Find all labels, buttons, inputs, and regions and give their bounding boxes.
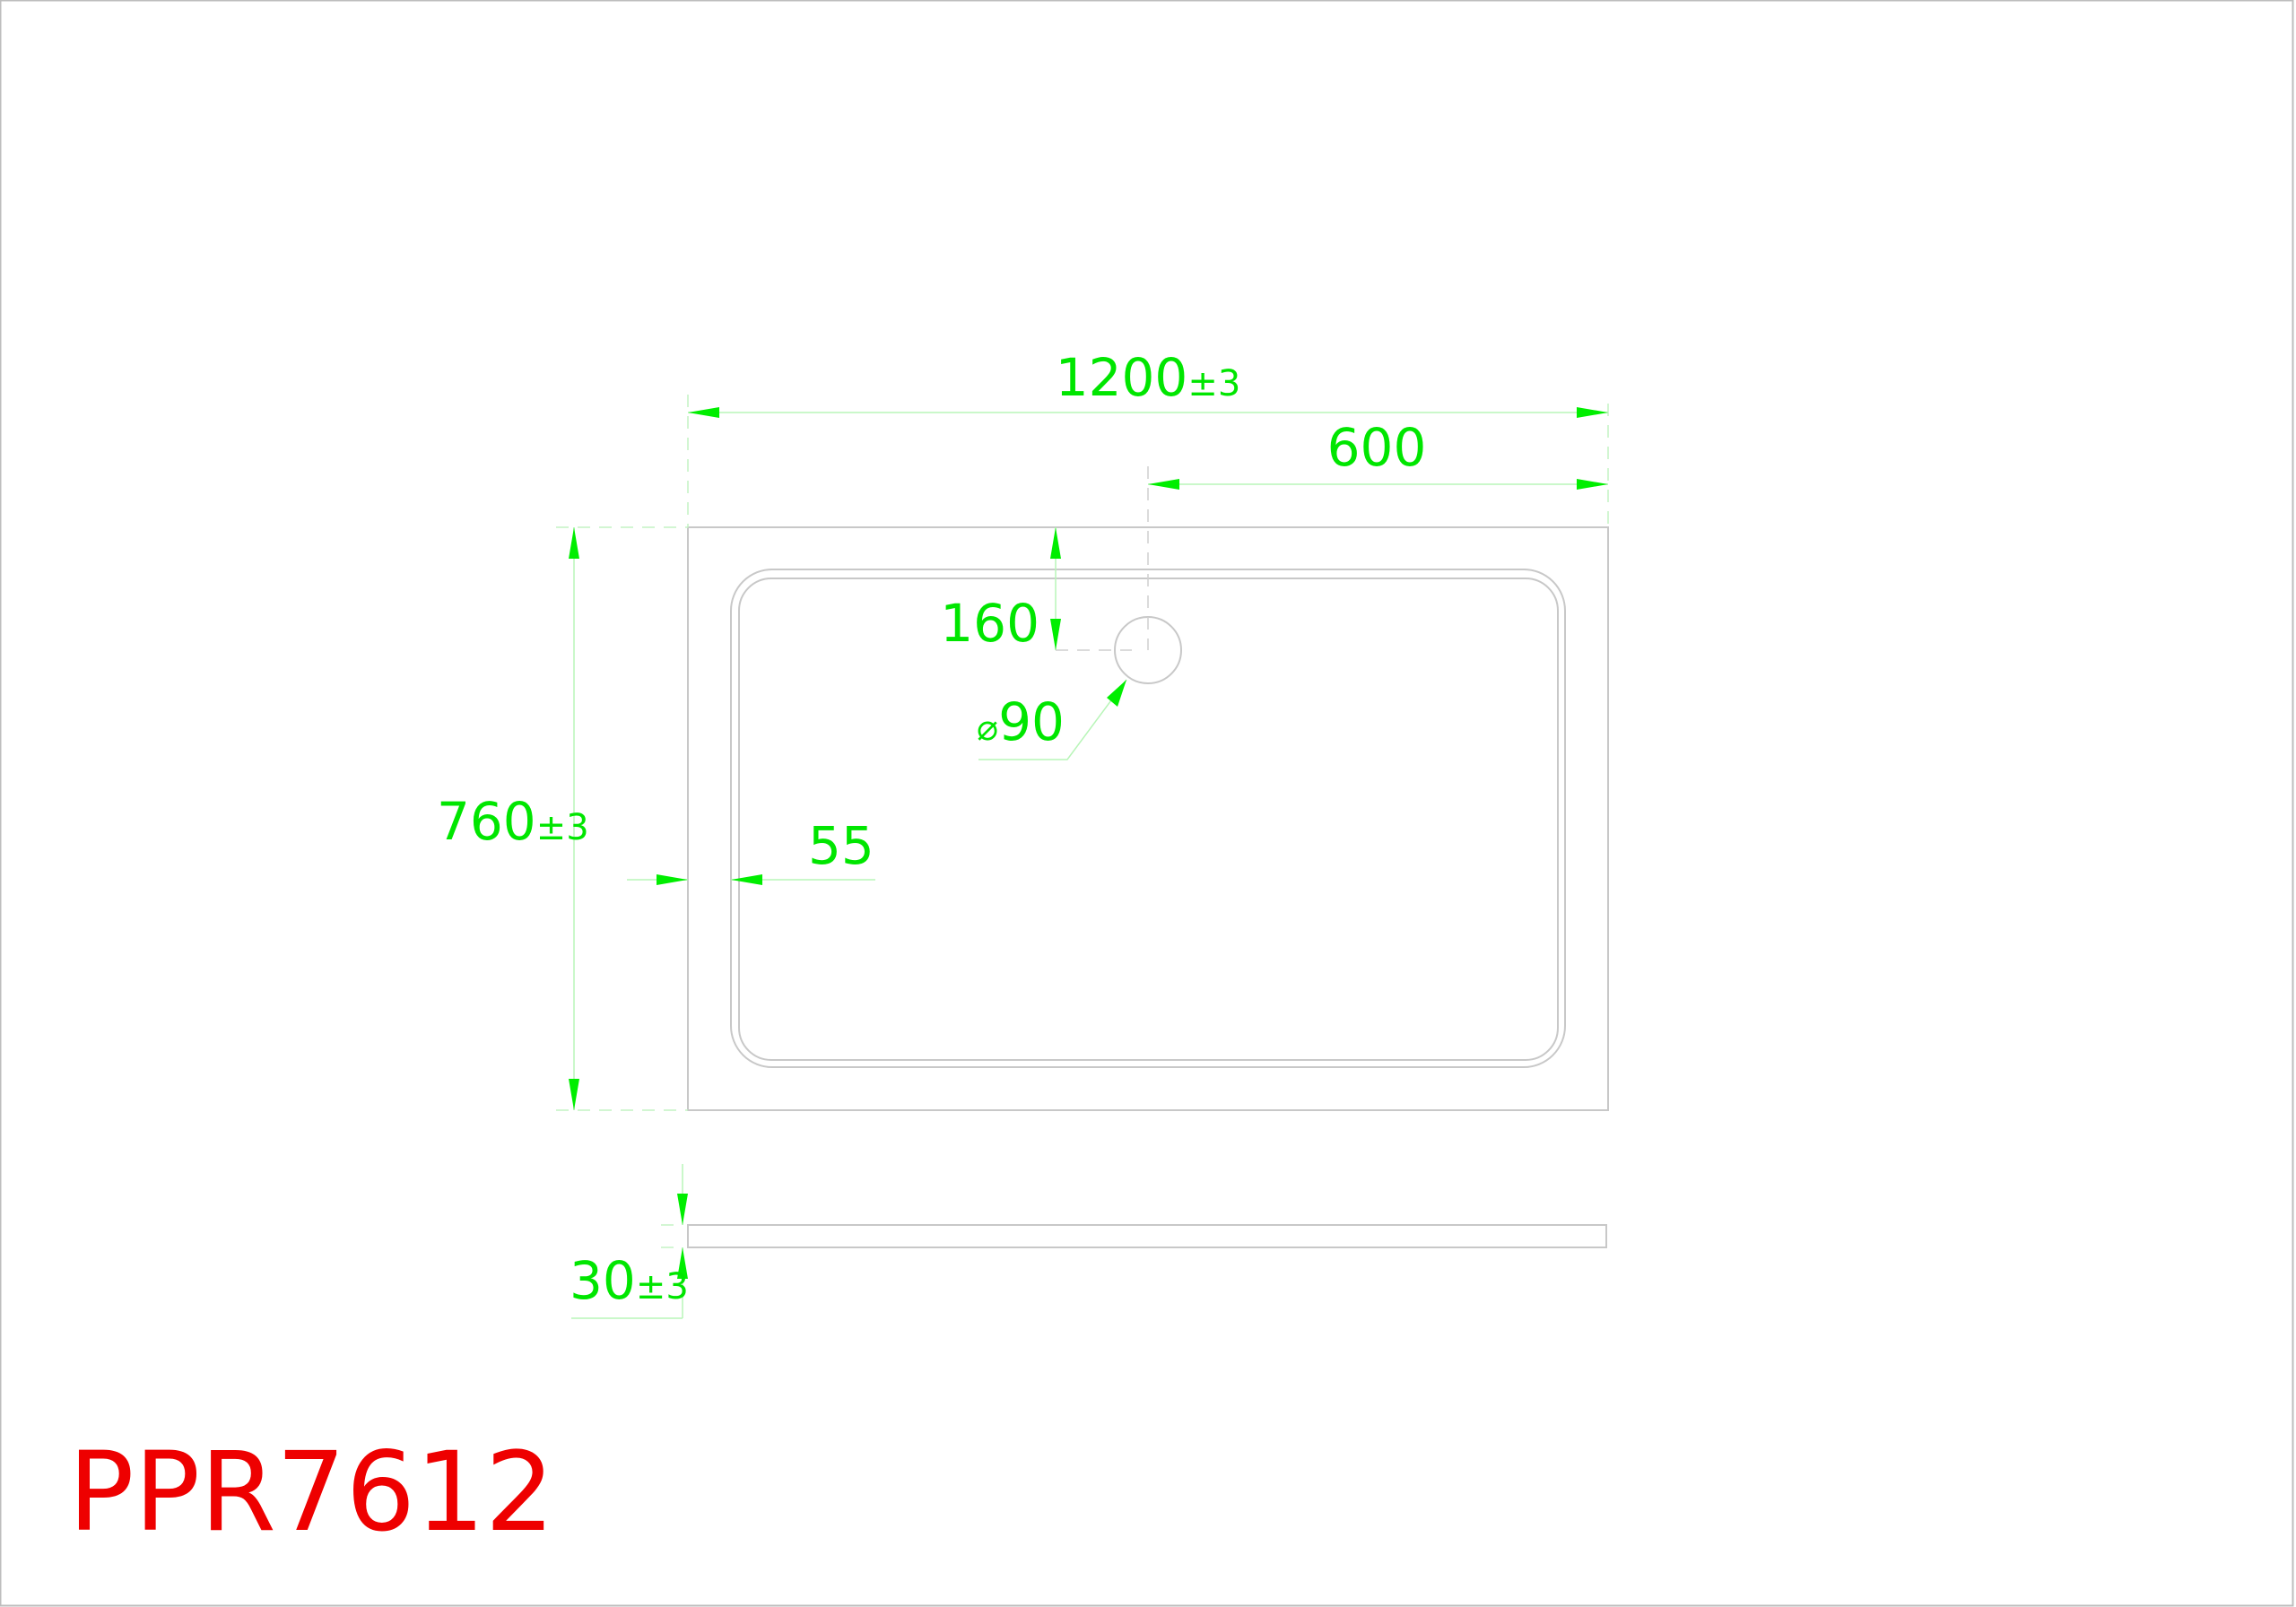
rim-label: 55: [808, 815, 874, 876]
arrowhead: [677, 1247, 688, 1279]
dimension-drain-offset-y: 160: [940, 527, 1061, 654]
arrowhead: [1577, 479, 1608, 490]
arrowhead: [688, 407, 719, 418]
arrowhead: [731, 874, 762, 885]
arrowhead: [1107, 680, 1126, 707]
dimension-width: 760±3: [437, 526, 688, 1111]
plan-view: [687, 466, 1609, 1111]
dimension-height: 30±3: [570, 1164, 689, 1319]
arrowhead: [1050, 619, 1061, 650]
arrowhead: [1148, 479, 1179, 490]
arrowhead: [569, 1079, 579, 1110]
dimension-rim: 55: [627, 815, 875, 885]
arrowhead: [677, 1194, 688, 1225]
arrowhead: [657, 874, 688, 885]
side-view: [687, 1224, 1607, 1248]
arrowhead: [569, 527, 579, 559]
drain-diameter-label: ⌀90: [977, 691, 1065, 752]
height-label: 30±3: [570, 1250, 689, 1311]
drain-offset-x-label: 600: [1327, 417, 1427, 478]
dimension-length: 1200±3: [687, 347, 1609, 527]
length-label: 1200±3: [1056, 347, 1241, 408]
tray-basin-outer: [730, 569, 1566, 1068]
arrowhead: [1050, 527, 1061, 559]
width-label: 760±3: [437, 791, 589, 852]
arrowhead: [1577, 407, 1608, 418]
drain-offset-y-label: 160: [940, 593, 1039, 654]
tray-outline: [687, 526, 1609, 1111]
dimension-drain-offset-x: 600: [1148, 417, 1608, 490]
dimension-drain-diameter: ⌀90: [977, 679, 1127, 760]
model-code: PPR7612: [68, 1429, 554, 1556]
